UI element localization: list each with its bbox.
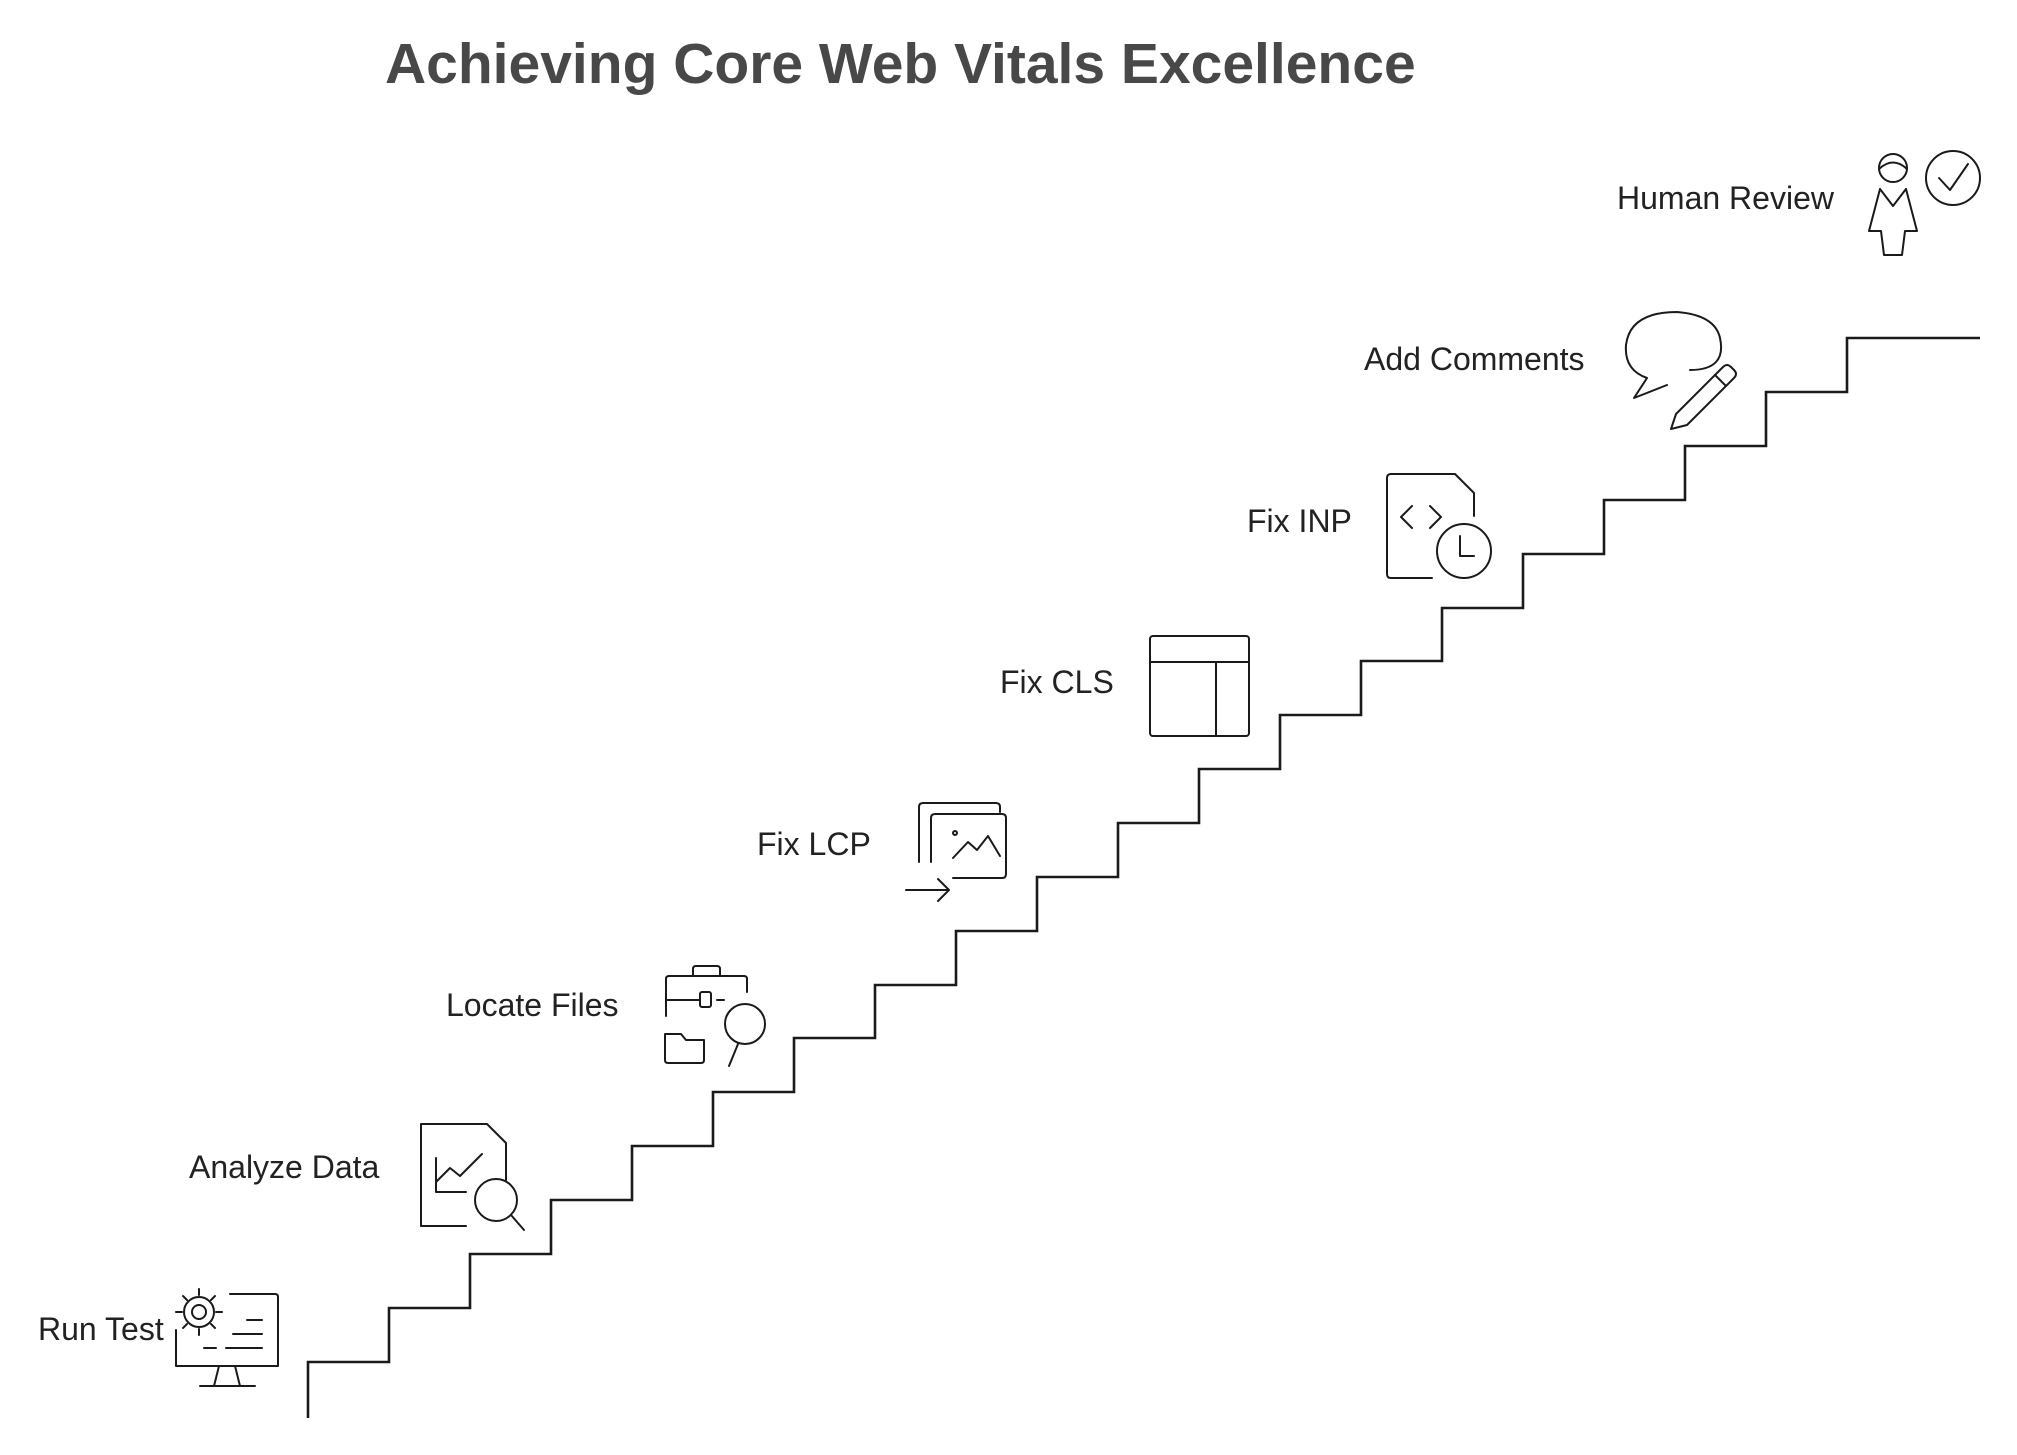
step-label-locate-files: Locate Files [446,987,619,1023]
diagram-title: Achieving Core Web Vitals Excellence [385,32,1416,96]
chart-magnifier-icon [420,1123,525,1231]
image-stack-arrow-icon [905,802,1007,902]
step-label-fix-lcp: Fix LCP [757,826,871,862]
step-label-fix-inp: Fix INP [1247,503,1352,539]
speech-bubble-pencil-icon [1624,311,1737,430]
step-label-add-comments: Add Comments [1364,341,1585,377]
step-label-human-review: Human Review [1617,180,1835,216]
monitor-gear-icon [175,1288,279,1387]
step-label-run-test: Run Test [38,1311,164,1347]
toolbox-folder-search-icon [664,965,766,1067]
person-checkmark-icon [1868,150,1981,256]
step-label-fix-cls: Fix CLS [1000,664,1114,700]
code-file-clock-icon [1386,473,1492,579]
layout-grid-icon [1149,635,1250,737]
staircase-line [306,336,1980,1418]
step-label-analyze-data: Analyze Data [189,1149,380,1185]
